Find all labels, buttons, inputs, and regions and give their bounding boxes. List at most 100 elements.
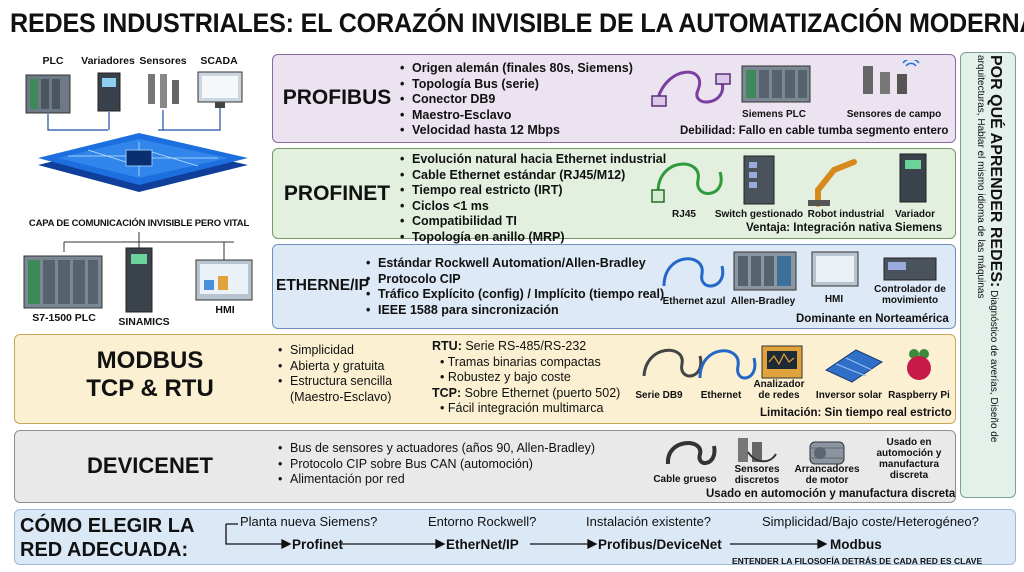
- network-overview-panel: PLC Variadores Sensores SCADA: [8, 50, 270, 332]
- ethernetip-title: ETHERNE/IP: [276, 277, 370, 294]
- profinet-image-caption: Switch gestionado: [714, 209, 804, 220]
- profibus-bullet: Origen alemán (finales 80s, Siemens): [400, 61, 633, 77]
- hmi-icon: [811, 251, 859, 287]
- modbus-images: [642, 345, 931, 383]
- devicenet-image-caption: Usado en automoción y manufactura discre…: [876, 437, 942, 481]
- motion-controller-icon: [883, 257, 937, 281]
- modbus-bullet-continuation: (Maestro-Esclavo): [290, 389, 392, 404]
- drive-icon: [899, 153, 927, 203]
- field-sensor-icon: [863, 60, 920, 94]
- ethernetip-bullets: Estándar Rockwell Automation/Allen-Bradl…: [366, 256, 664, 318]
- devicenet-images: [665, 438, 845, 465]
- decision-answer-modbus: Modbus: [830, 537, 882, 552]
- why-learn-heading: POR QUÉ APRENDER REDES:: [987, 55, 1004, 288]
- device-label-sensores: Sensores: [139, 55, 187, 67]
- rtu-item: Tramas binarias compactas: [447, 354, 601, 369]
- devicenet-title: DEVICENET: [87, 453, 213, 478]
- devicenet-image-caption: Sensores discretos: [734, 464, 780, 486]
- choose-title-line1: CÓMO ELEGIR LA: [20, 515, 195, 537]
- modbus-image-caption: Serie DB9: [635, 390, 683, 401]
- profinet-bullet: Ciclos <1 ms: [400, 199, 666, 215]
- siemens-plc-icon: [741, 65, 811, 103]
- devicenet-bullet: Alimentación por red: [278, 472, 595, 488]
- profibus-bullet: Conector DB9: [400, 92, 633, 108]
- modbus-bullet: Estructura sencilla: [278, 374, 392, 390]
- tcp-item: Fácil integración multimarca: [447, 401, 604, 416]
- drive-icon: [97, 72, 121, 112]
- modbus-bullets: Simplicidad Abierta y gratuita Estructur…: [278, 343, 392, 405]
- ethernetip-bullet: Estándar Rockwell Automation/Allen-Bradl…: [366, 256, 664, 272]
- device-label-variadores: Variadores: [81, 55, 135, 67]
- ethernetip-bullet: Protocolo CIP: [366, 272, 664, 288]
- profinet-bullets: Evolución natural hacia Ethernet industr…: [400, 152, 666, 246]
- decision-answer-profinet: Profinet: [292, 537, 344, 552]
- devicenet-bullets: Bus de sensores y actuadores (años 90, A…: [278, 441, 595, 488]
- s7-1500-plc-icon: [23, 255, 103, 309]
- profibus-bullet: Maestro-Esclavo: [400, 108, 633, 124]
- profinet-note: Ventaja: Integración nativa Siemens: [746, 222, 943, 234]
- profinet-bullet: Topología en anillo (MRP): [400, 230, 666, 246]
- solar-inverter-icon: [824, 349, 884, 383]
- decision-question: Simplicidad/Bajo coste/Heterogéneo?: [762, 514, 979, 529]
- ethernet-cable-icon: [698, 349, 757, 380]
- ethernetip-image-caption: HMI: [824, 294, 844, 305]
- devicenet-note: Usado en automoción y manufactura discre…: [706, 488, 956, 500]
- profibus-note: Debilidad: Fallo en cable tumba segmento…: [680, 125, 949, 137]
- sensor-icon: [148, 74, 179, 108]
- thick-cable-icon: [665, 441, 717, 465]
- network-analyzer-icon: [761, 345, 803, 379]
- decision-arrows: [225, 523, 828, 550]
- profinet-image-caption: RJ45: [672, 209, 696, 220]
- profinet-bullet: Compatibilidad TI: [400, 214, 666, 230]
- modbus-title-line2: TCP & RTU: [86, 375, 214, 402]
- decision-question: Entorno Rockwell?: [428, 514, 537, 529]
- choose-network-banner: [14, 509, 1016, 565]
- footer-key-message: ENTENDER LA FILOSOFÍA DETRÁS DE CADA RED…: [732, 556, 983, 566]
- plc-icon: [25, 74, 71, 114]
- tcp-text: Sobre Ethernet (puerto 502): [464, 385, 621, 400]
- devicenet-bullet: Protocolo CIP sobre Bus CAN (automoción): [278, 457, 595, 473]
- modbus-image-caption: Analizador de redes: [753, 379, 805, 401]
- device-label-hmi: HMI: [215, 304, 235, 316]
- modbus-variants: RTU: Serie RS-485/RS-232 • Tramas binari…: [432, 339, 621, 416]
- ethernetip-images: [662, 251, 937, 291]
- decision-question: Instalación existente?: [586, 514, 712, 529]
- rtu-label: RTU:: [432, 339, 462, 353]
- why-learn-text: POR QUÉ APRENDER REDES: Diagnóstico de a…: [974, 55, 1004, 495]
- profibus-cable-icon: [651, 70, 731, 107]
- ethernetip-image-caption: Ethernet azul: [662, 296, 726, 307]
- profibus-bullet: Topología Bus (serie): [400, 77, 633, 93]
- profibus-title: PROFIBUS: [282, 86, 392, 109]
- modbus-bullet: Abierta y gratuita: [278, 359, 392, 375]
- modbus-title-line1: MODBUS: [96, 347, 204, 374]
- industrial-robot-icon: [808, 159, 857, 207]
- profibus-images: [651, 60, 920, 107]
- layer-caption: CAPA DE COMUNICACIÓN INVISIBLE PERO VITA…: [28, 218, 250, 229]
- profinet-title: PROFINET: [283, 182, 391, 205]
- profinet-image-caption: Robot industrial: [807, 209, 885, 220]
- page-title: REDES INDUSTRIALES: EL CORAZÓN INVISIBLE…: [10, 8, 1024, 38]
- modbus-note: Limitación: Sin tiempo real estricto: [760, 407, 952, 419]
- profibus-bullets: Origen alemán (finales 80s, Siemens) Top…: [400, 61, 633, 139]
- modbus-image-caption: Inversor solar: [815, 390, 883, 401]
- raspberry-pi-icon: [907, 349, 931, 380]
- modbus-title: MODBUS TCP & RTU: [60, 347, 240, 403]
- field-devices-illustration: [23, 232, 253, 313]
- devicenet-image-caption: Cable grueso: [653, 474, 717, 485]
- profibus-image-caption: Sensores de campo: [846, 109, 942, 120]
- decision-answer-profibus-devicenet: Profibus/DeviceNet: [598, 537, 722, 552]
- profinet-image-caption: Variador: [894, 209, 936, 220]
- why-learn-panel: [960, 52, 1016, 498]
- allen-bradley-plc-icon: [733, 251, 797, 291]
- profinet-bullet: Evolución natural hacia Ethernet industr…: [400, 152, 666, 168]
- sinamics-drive-icon: [125, 247, 153, 313]
- devicenet-bullet: Bus de sensores y actuadores (años 90, A…: [278, 441, 595, 457]
- decision-answer-ethernetip: EtherNet/IP: [446, 537, 519, 552]
- ethernetip-bullet: IEEE 1588 para sincronización: [366, 303, 664, 319]
- blue-ethernet-cable-icon: [662, 257, 725, 288]
- ethernetip-image-caption: Allen-Bradley: [730, 296, 796, 307]
- rj45-cable-icon: [651, 162, 723, 203]
- scada-monitor-icon: [197, 71, 243, 108]
- device-label-plc: PLC: [42, 55, 64, 67]
- tcp-label: TCP:: [432, 385, 462, 400]
